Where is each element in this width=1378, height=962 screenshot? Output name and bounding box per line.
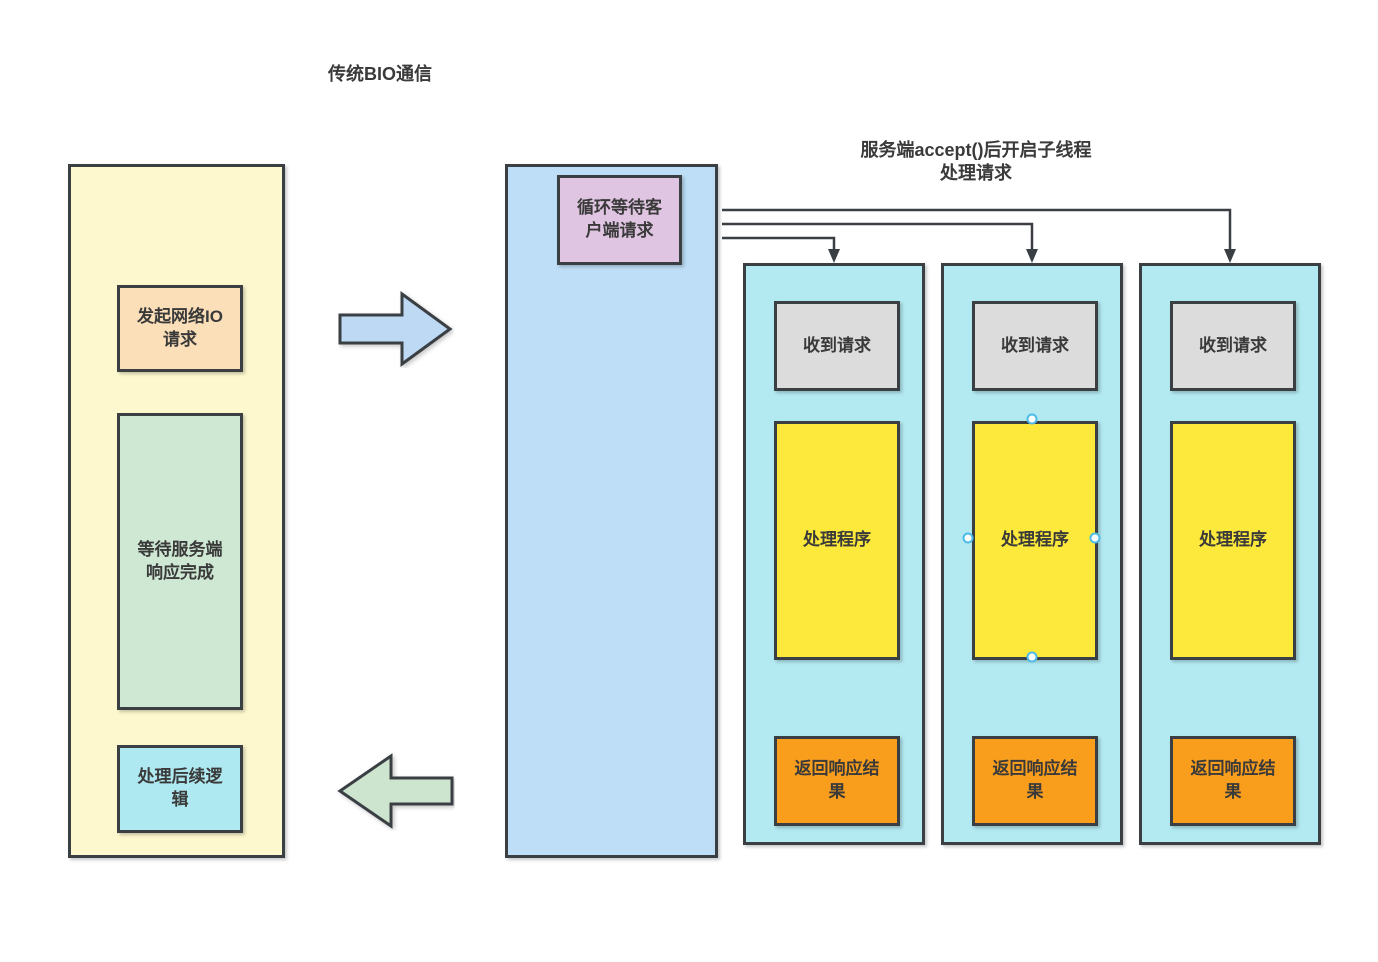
thread3-handler-box[interactable]: 处理程序: [1170, 421, 1296, 660]
selection-handle-right[interactable]: [1089, 532, 1101, 544]
back-flow-arrow-icon[interactable]: [335, 751, 455, 831]
accept-loop-label: 循环等待客户端请求: [577, 198, 662, 240]
connector-to-thread-2[interactable]: [722, 222, 1034, 250]
thread3-receive-request-label: 收到请求: [1199, 335, 1267, 355]
thread3-receive-request-box[interactable]: 收到请求: [1170, 301, 1296, 391]
server-accept-note-line2: 处理请求: [940, 162, 1012, 183]
selection-handle-left[interactable]: [962, 532, 974, 544]
accept-loop-box[interactable]: 循环等待客户端请求: [557, 175, 682, 265]
wait-server-response-box[interactable]: 等待服务端响应完成: [117, 413, 243, 710]
thread1-return-response-box[interactable]: 返回响应结果: [774, 736, 900, 826]
thread1-return-response-label: 返回响应结果: [794, 759, 880, 801]
initiate-io-request-label: 发起网络IO请求: [137, 306, 223, 349]
thread2-return-response-box[interactable]: 返回响应结果: [972, 736, 1098, 826]
diagram-title[interactable]: 传统BIO通信: [328, 64, 433, 84]
selection-handle-bottom[interactable]: [1026, 651, 1038, 663]
thread1-handler-box[interactable]: 处理程序: [774, 421, 900, 660]
thread2-handler-box[interactable]: 处理程序: [972, 421, 1098, 660]
thread3-handler-label: 处理程序: [1199, 530, 1267, 550]
down-arrowhead-icon: [1224, 249, 1236, 263]
server-accept-note-line1: 服务端accept()后开启子线程: [860, 140, 1092, 160]
thread2-return-response-label: 返回响应结果: [992, 759, 1078, 801]
down-arrowhead-icon: [828, 249, 840, 263]
thread2-receive-request-box[interactable]: 收到请求: [972, 301, 1098, 391]
thread2-handler-label: 处理程序: [1001, 530, 1069, 550]
thread3-return-response-label: 返回响应结果: [1190, 759, 1276, 801]
thread1-handler-label: 处理程序: [803, 530, 871, 550]
post-logic-box[interactable]: 处理后续逻辑: [117, 745, 243, 833]
thread3-return-response-box[interactable]: 返回响应结果: [1170, 736, 1296, 826]
server-accept-note[interactable]: 服务端accept()后开启子线程 处理请求: [790, 139, 1162, 184]
server-loop-column[interactable]: [505, 164, 718, 858]
thread-column-3[interactable]: 收到请求 处理程序 返回响应结果: [1139, 263, 1321, 845]
thread2-receive-request-label: 收到请求: [1001, 335, 1069, 355]
thread-column-2[interactable]: 收到请求 处理程序 返回响应结果: [941, 263, 1123, 845]
wait-server-response-label: 等待服务端响应完成: [137, 539, 223, 582]
thread1-receive-request-label: 收到请求: [803, 335, 871, 355]
connector-to-thread-1[interactable]: [722, 236, 836, 250]
selection-handle-top[interactable]: [1026, 413, 1038, 425]
post-logic-label: 处理后续逻辑: [137, 767, 223, 809]
down-arrowhead-icon: [1026, 249, 1038, 263]
connector-to-thread-3[interactable]: [722, 208, 1232, 250]
thread-column-1[interactable]: 收到请求 处理程序 返回响应结果: [743, 263, 925, 845]
forward-flow-arrow-icon[interactable]: [338, 290, 454, 368]
thread1-receive-request-box[interactable]: 收到请求: [774, 301, 900, 391]
initiate-io-request-box[interactable]: 发起网络IO请求: [117, 285, 243, 372]
